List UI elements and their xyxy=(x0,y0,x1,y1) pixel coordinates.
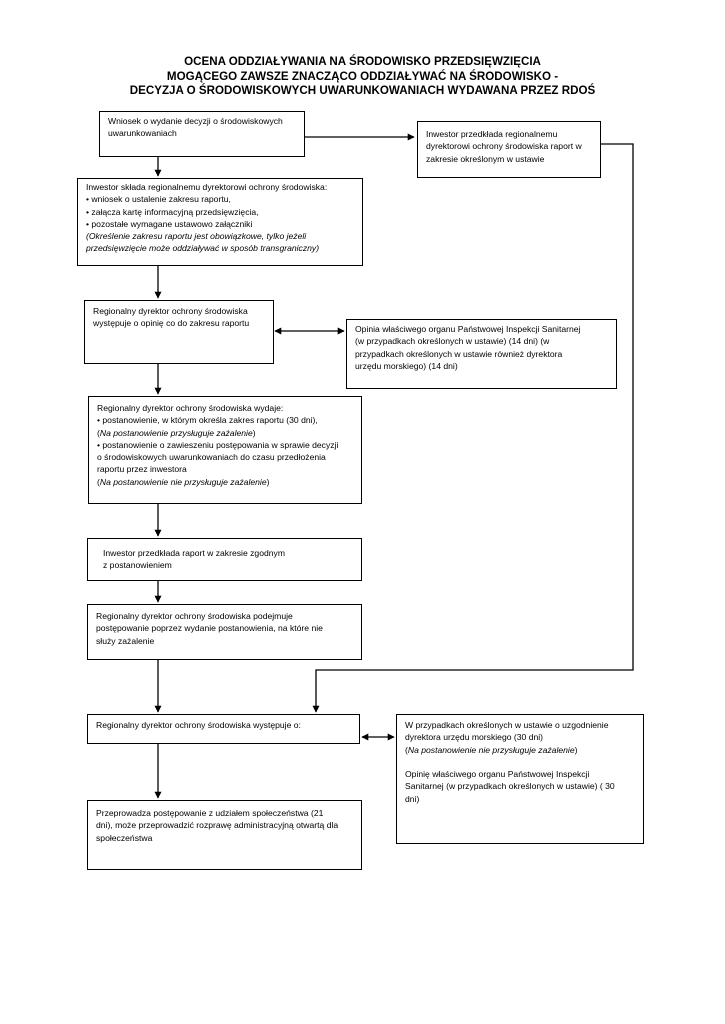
uzgodnienie-spacer xyxy=(405,756,635,768)
box-inwestor-raport-top: Inwestor przedkłada regionalnemu dyrekto… xyxy=(417,121,601,178)
arrow-raport-top-bypass xyxy=(312,143,634,713)
raport-mid-line-1: Inwestor przedkłada raport w zakresie zg… xyxy=(103,548,285,558)
box-inwestor-raport-mid: Inwestor przedkłada raport w zakresie zg… xyxy=(87,538,362,581)
box-rdos-podejmuje: Regionalny dyrektor ochrony środowiska p… xyxy=(87,604,362,660)
box-rdos-wydaje: Regionalny dyrektor ochrony środowiska w… xyxy=(88,396,362,504)
box-rdos-wystepuje: Regionalny dyrektor ochrony środowiska w… xyxy=(87,714,360,744)
sklada-line-6: przedsięwzięcie może oddziaływać w sposó… xyxy=(86,243,320,254)
przeprowadza-line-2: dni), może przeprowadzić rozprawę admini… xyxy=(96,820,339,831)
uzgodnienie-line-1: W przypadkach określonych w ustawie o uz… xyxy=(405,720,609,730)
box-przeprowadza: Przeprowadza postępowanie z udziałem spo… xyxy=(87,800,362,870)
title-line-1: OCENA ODDZIAŁYWANIA NA ŚRODOWISKO PRZEDS… xyxy=(184,55,541,68)
podejmuje-line-3: służy zażalenie xyxy=(96,635,155,646)
wydaje-line-4: • postanowienie o zawieszeniu postępowan… xyxy=(97,439,339,450)
sklada-line-5: (Określenie zakresu raportu jest obowiąz… xyxy=(86,231,307,242)
opinia-pis-line-2: (w przypadkach określonych w ustawie) (1… xyxy=(355,336,550,347)
wydaje-line-1: Regionalny dyrektor ochrony środowiska w… xyxy=(97,403,284,413)
uzgodnienie-line-5: Opinię właściwego organu Państwowej Insp… xyxy=(405,769,590,780)
wydaje-line-3-text: Na postanowienie przysługuje zażalenie xyxy=(99,427,253,438)
title-line-3: DECYZJA O ŚRODOWISKOWYCH UWARUNKOWANIACH… xyxy=(129,84,596,97)
wydaje-line-6: raportu przez inwestora xyxy=(97,464,187,475)
wydaje-line-7-text: Na postanowienie nie przysługuje zażalen… xyxy=(99,476,267,487)
uzgodnienie-line-3-text: Na postanowienie nie przysługuje zażalen… xyxy=(407,744,575,755)
box-rdos-opinia: Regionalny dyrektor ochrony środowiska w… xyxy=(84,300,274,364)
przeprowadza-line-3: społeczeństwa xyxy=(96,832,153,843)
box-opinia-pis: Opinia właściwego organu Państwowej Insp… xyxy=(346,319,617,389)
wydaje-line-3-open: ( xyxy=(97,427,100,438)
raport-top-line-2: dyrektorowi ochrony środowiska raport w xyxy=(426,141,582,152)
raport-mid-line-2: z postanowieniem xyxy=(103,560,172,571)
sklada-line-2: • wniosek o ustalenie zakresu raportu, xyxy=(86,194,231,205)
uzgodnienie-line-7: dni) xyxy=(405,793,420,804)
wydaje-line-2: • postanowienie, w którym określa zakres… xyxy=(97,415,318,426)
wydaje-line-5: o środowiskowych uwarunkowaniach do czas… xyxy=(97,452,326,463)
uzgodnienie-line-2: dyrektora urzędu morskiego (30 dni) xyxy=(405,732,544,743)
wydaje-line-3-close: ) xyxy=(252,427,256,438)
opinia-pis-line-3: przypadkach określonych w ustawie równie… xyxy=(355,348,563,359)
box-wniosek: Wniosek o wydanie decyzji o środowiskowy… xyxy=(99,111,305,157)
opinia-pis-line-4: urzędu morskiego) (14 dni) xyxy=(355,360,458,371)
wydaje-line-7-close: ) xyxy=(266,476,270,487)
sklada-line-1: Inwestor składa regionalnemu dyrektorowi… xyxy=(86,182,328,192)
uzgodnienie-line-6: Sanitarnej (w przypadkach określonych w … xyxy=(405,781,615,792)
raport-top-line-3: zakresie określonym w ustawie xyxy=(426,153,545,164)
podejmuje-line-2: postępowanie poprzez wydanie postanowien… xyxy=(96,623,323,634)
sklada-line-4: • pozostałe wymagane ustawowo załączniki xyxy=(86,218,253,229)
box-uzgodnienie: W przypadkach określonych w ustawie o uz… xyxy=(396,714,644,844)
wydaje-line-7: (Na postanowienie nie przysługuje zażale… xyxy=(97,476,353,488)
wystepuje-line-1: Regionalny dyrektor ochrony środowiska w… xyxy=(96,720,301,730)
wydaje-line-7-open: ( xyxy=(97,476,100,487)
rdos-opinia-line-2: występuje o opinię co do zakresu raportu xyxy=(93,318,250,329)
przeprowadza-line-1: Przeprowadza postępowanie z udziałem spo… xyxy=(96,808,324,818)
uzgodnienie-line-3: (Na postanowienie nie przysługuje zażale… xyxy=(405,744,635,756)
raport-top-line-1: Inwestor przedkłada regionalnemu xyxy=(426,129,558,139)
uzgodnienie-line-3-close: ) xyxy=(574,744,578,755)
wydaje-line-3: (Na postanowienie przysługuje zażalenie) xyxy=(97,427,353,439)
title-line-2: MOGĄCEGO ZAWSZE ZNACZĄCO ODDZIAŁYWAĆ NA … xyxy=(166,69,559,83)
rdos-opinia-line-1: Regionalny dyrektor ochrony środowiska xyxy=(93,306,248,316)
opinia-pis-line-1: Opinia właściwego organu Państwowej Insp… xyxy=(355,324,581,334)
wniosek-line-2: uwarunkowaniach xyxy=(108,128,177,139)
sklada-line-3: • załącza kartę informacyjną przedsięwzi… xyxy=(86,206,259,217)
page-title: OCENA ODDZIAŁYWANIA NA ŚRODOWISKO PRZEDS… xyxy=(100,55,625,99)
uzgodnienie-line-3-open: ( xyxy=(405,744,408,755)
wniosek-line-1: Wniosek o wydanie decyzji o środowiskowy… xyxy=(108,116,283,126)
box-inwestor-sklada: Inwestor składa regionalnemu dyrektorowi… xyxy=(77,178,363,266)
podejmuje-line-1: Regionalny dyrektor ochrony środowiska p… xyxy=(96,611,293,621)
